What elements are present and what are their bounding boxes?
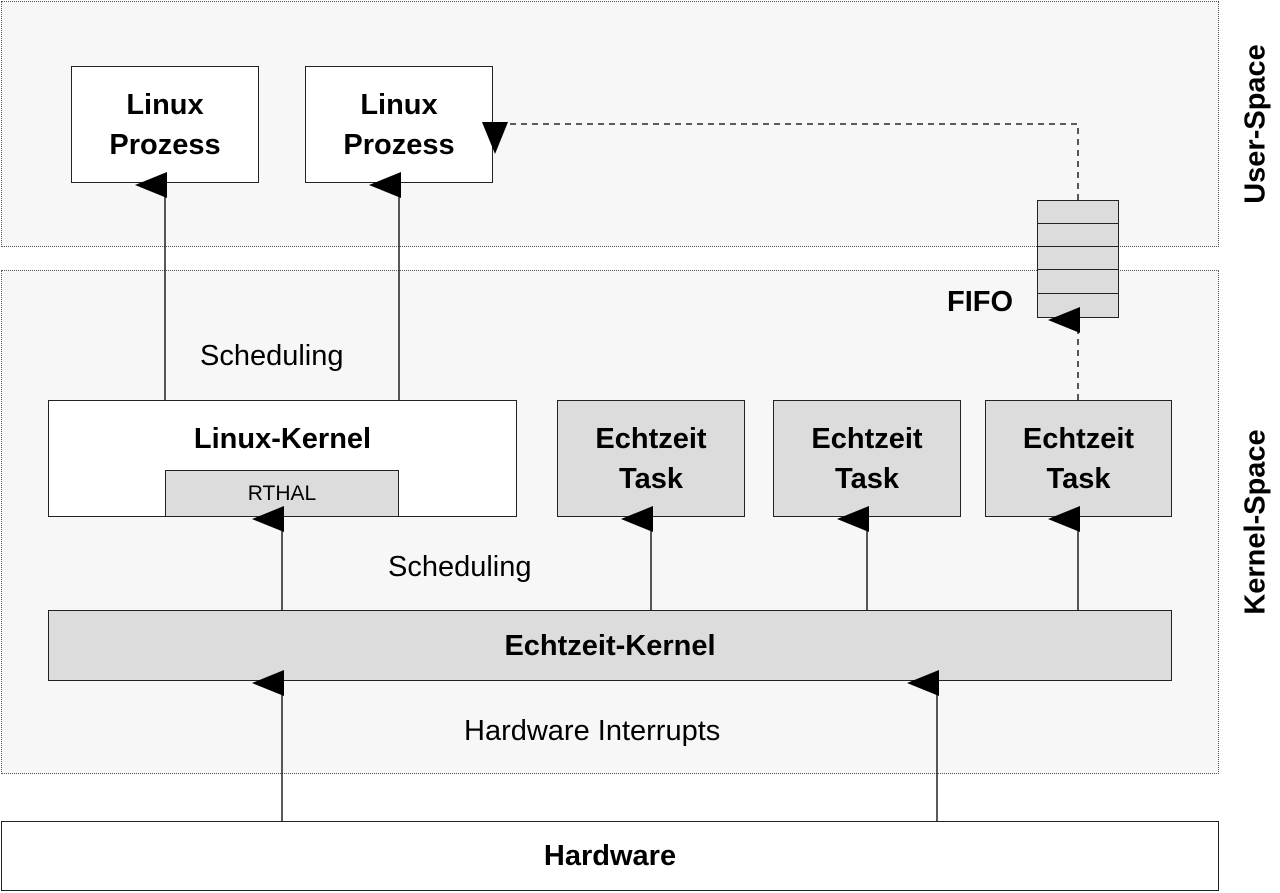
realtime-task-box-1: Echtzeit Task	[557, 400, 745, 517]
scheduling-label-linux: Scheduling	[200, 340, 344, 372]
realtime-kernel-label: Echtzeit-Kernel	[504, 629, 716, 662]
realtime-task-box-3: Echtzeit Task	[985, 400, 1172, 517]
fifo-cell	[1037, 200, 1119, 224]
rthal-box: RTHAL	[165, 470, 399, 517]
realtime-task-label-2: Echtzeit Task	[811, 422, 923, 495]
linux-process-box-1: Linux Prozess	[71, 66, 259, 183]
rthal-label: RTHAL	[247, 481, 317, 505]
hardware-interrupts-label: Hardware Interrupts	[464, 715, 721, 747]
fifo-queue	[1037, 200, 1119, 318]
linux-process-box-2: Linux Prozess	[305, 66, 493, 183]
realtime-task-label-1: Echtzeit Task	[595, 422, 707, 495]
linux-process-label-2: Linux Prozess	[343, 88, 455, 161]
linux-process-label-1: Linux Prozess	[109, 88, 221, 161]
hardware-box: Hardware	[1, 821, 1219, 891]
user-space-label: User-Space	[1239, 44, 1272, 204]
realtime-kernel-box: Echtzeit-Kernel	[48, 610, 1172, 681]
scheduling-label-rt: Scheduling	[388, 551, 532, 583]
kernel-space-label: Kernel-Space	[1239, 429, 1272, 615]
realtime-task-box-2: Echtzeit Task	[773, 400, 961, 517]
linux-kernel-label: Linux-Kernel	[193, 423, 372, 455]
fifo-cell	[1037, 246, 1119, 270]
fifo-cell	[1037, 293, 1119, 318]
fifo-cell	[1037, 269, 1119, 294]
kernel-space-zone	[1, 270, 1219, 774]
realtime-task-label-3: Echtzeit Task	[1022, 422, 1135, 495]
fifo-cell	[1037, 223, 1119, 247]
hardware-label: Hardware	[543, 840, 677, 872]
fifo-label: FIFO	[947, 286, 1014, 318]
